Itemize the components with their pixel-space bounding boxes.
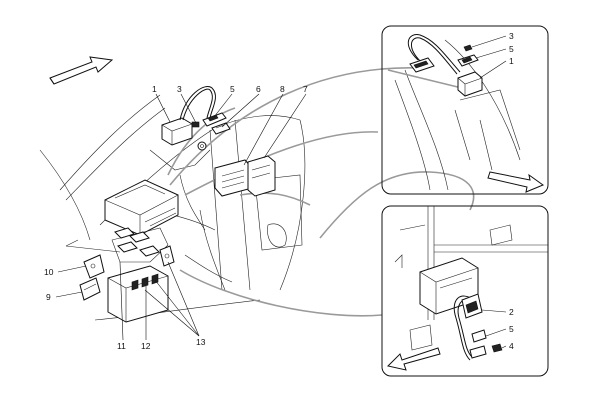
callout-10: 10 [44,267,54,277]
direction-arrow-icon [487,171,545,193]
callout-13: 13 [196,337,206,347]
junction-box [107,265,169,323]
main-view: 1 3 5 6 8 7 10 9 11 12 13 [39,56,475,351]
direction-arrow-icon [49,56,114,85]
connector-5 [202,112,227,127]
inset-bottom-callout-5: 5 [509,324,514,334]
bracket-9 [79,277,101,301]
inset-bottom: 2 5 4 [381,205,549,377]
callout-3: 3 [177,84,182,94]
inset-top-callout-5: 5 [509,44,514,54]
inset-bottom-callout-4: 4 [509,341,514,351]
callout-12: 12 [141,341,151,351]
callout-8: 8 [280,84,285,94]
callout-9: 9 [46,292,51,302]
relay-group [111,227,169,263]
clip-6 [211,122,231,135]
bracket-7 [247,155,276,197]
inset-top-callout-1: 1 [509,56,514,66]
leader-lines [55,93,307,341]
callout-1: 1 [152,84,157,94]
inset-top-callout-3: 3 [509,31,514,41]
fuse-box [104,179,179,236]
inset-bottom-callout-2: 2 [509,307,514,317]
clip-13 [159,245,175,267]
callout-11: 11 [117,341,126,351]
callout-7: 7 [303,84,308,94]
callout-5: 5 [230,84,235,94]
relay-unit [161,86,216,146]
callout-6: 6 [256,84,261,94]
inset-top: 3 5 1 [381,25,549,195]
bolt [197,141,207,151]
direction-arrow-icon [387,347,441,371]
bracket-10 [83,254,105,279]
control-module-8 [214,159,253,197]
